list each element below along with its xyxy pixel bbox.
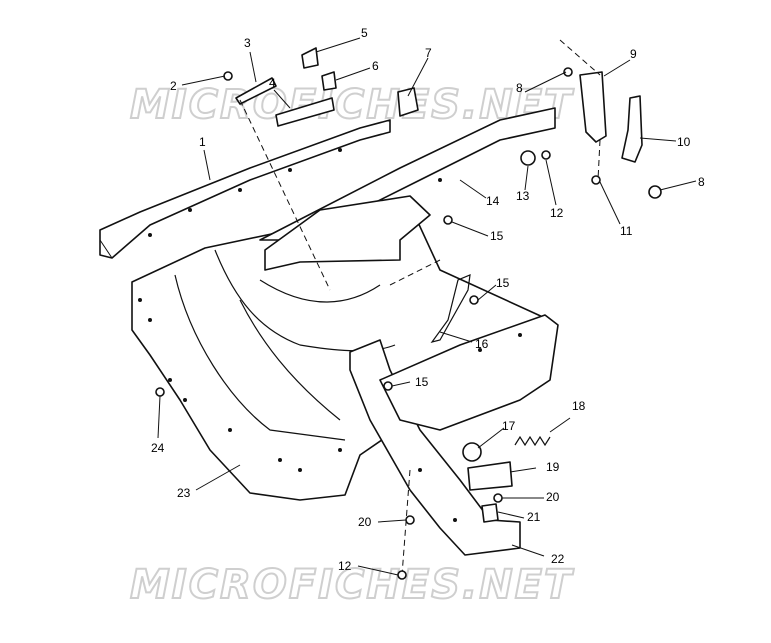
callout-12a: 12	[550, 206, 564, 220]
callout-15b: 15	[496, 276, 510, 290]
callout-14: 14	[486, 194, 500, 208]
part-13-nut	[520, 150, 536, 166]
callout-6: 6	[372, 59, 379, 73]
callout-22: 22	[551, 552, 565, 566]
callout-8b: 8	[698, 175, 705, 189]
part-9-strap	[579, 71, 607, 143]
callout-21: 21	[527, 510, 541, 524]
part-17-plug	[462, 442, 482, 462]
assembly-line-1	[239, 99, 331, 291]
part-19-plate	[467, 461, 513, 491]
part-10-latch	[621, 95, 643, 163]
callout-10: 10	[677, 135, 691, 149]
callout-19: 19	[546, 460, 560, 474]
part-8b-cap	[648, 185, 662, 199]
part-18-spring	[514, 435, 551, 447]
part-1-hood-rail	[99, 119, 391, 259]
center-plate	[264, 195, 431, 271]
part-5-knob	[301, 47, 319, 69]
assembly-line-3	[597, 139, 601, 181]
assembly-line-2	[559, 39, 601, 76]
part-16-bracket	[430, 274, 471, 343]
callout-13: 13	[516, 189, 530, 203]
callout-11: 11	[620, 224, 633, 238]
callout-15a: 15	[490, 229, 504, 243]
part-21-bushing	[481, 503, 499, 523]
callout-3: 3	[244, 36, 251, 50]
fasteners	[155, 67, 601, 580]
part-4-plate	[275, 97, 335, 127]
callout-7: 7	[425, 46, 432, 60]
callout-1: 1	[199, 135, 206, 149]
callout-2: 2	[170, 79, 177, 93]
callout-15c: 15	[415, 375, 429, 389]
part-3-foam	[235, 77, 277, 105]
watermark-bottom: MICROFICHES.NET	[130, 562, 574, 608]
callout-17: 17	[502, 419, 516, 433]
callout-9: 9	[630, 47, 637, 61]
right-panel	[379, 314, 559, 431]
callout-20a: 20	[546, 490, 560, 504]
callout-18: 18	[572, 399, 586, 413]
callout-20b: 20	[358, 515, 372, 529]
part-7-clip	[397, 87, 419, 117]
callout-4: 4	[269, 76, 276, 90]
callouts: 1 2 3 4 5 6 7 8 8 9 10 11 12 12 13 14 15…	[151, 26, 705, 573]
callout-12b: 12	[338, 559, 352, 573]
callout-23: 23	[177, 486, 191, 500]
leader-lines	[157, 37, 697, 576]
part-6-grommet	[321, 71, 337, 91]
callout-16: 16	[475, 337, 489, 351]
callout-24: 24	[151, 441, 165, 455]
mounting-holes	[138, 148, 522, 522]
callout-8a: 8	[516, 81, 523, 95]
callout-5: 5	[361, 26, 368, 40]
